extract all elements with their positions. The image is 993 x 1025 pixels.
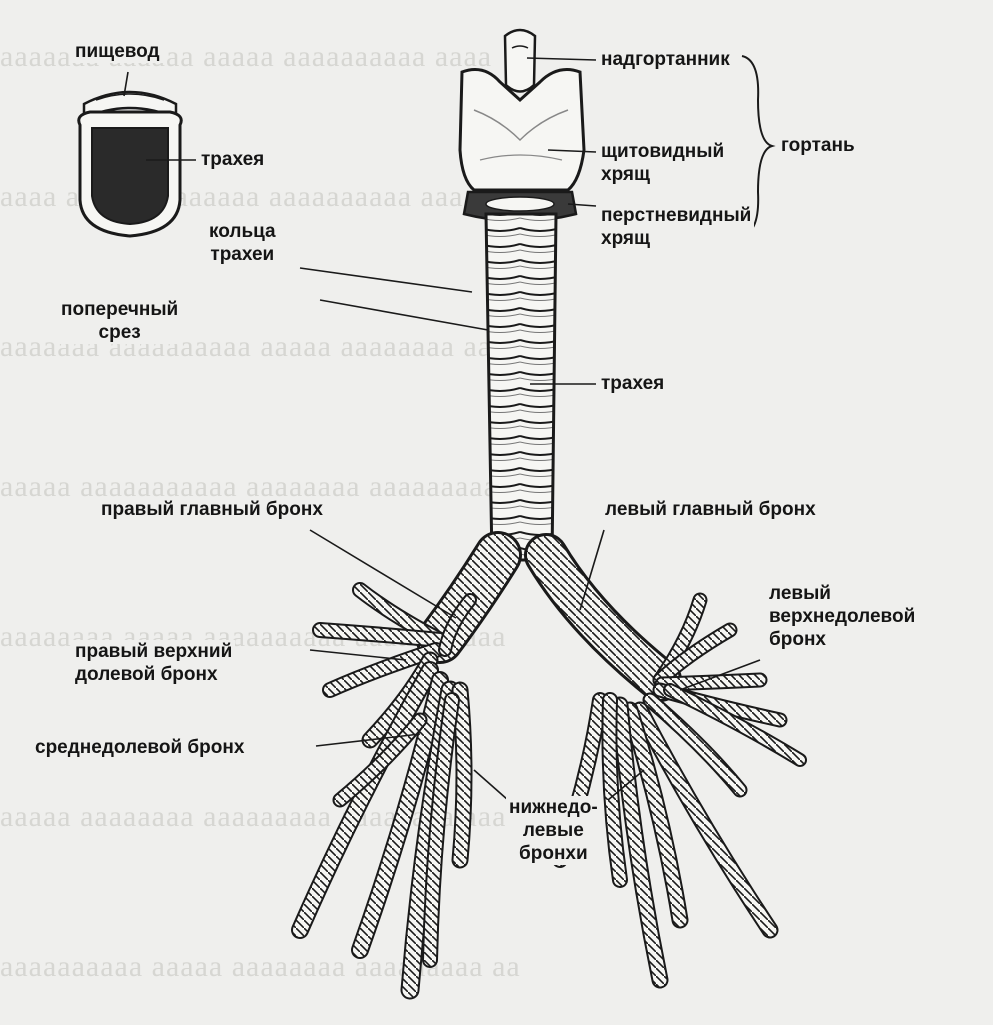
trachea-shape	[486, 214, 556, 560]
label-middle-lobe-bronchus: среднедолевой бронх	[32, 736, 247, 759]
cross-section-figure	[79, 92, 182, 236]
label-left-upper-line2: верхнедолевой	[769, 605, 915, 628]
label-epiglottis: надгортанник	[598, 48, 733, 71]
label-right-main-bronchus: правый главный бронх	[98, 498, 326, 521]
label-tracheal-rings-line1: кольца	[209, 220, 276, 243]
label-cross-section-line1: поперечный	[61, 298, 178, 321]
label-trachea: трахея	[598, 372, 667, 395]
label-cross-section: поперечный срез	[58, 298, 181, 344]
label-tracheal-rings: кольца трахеи	[206, 220, 279, 266]
bronchus-branch	[460, 690, 464, 860]
label-thyroid-line1: щитовидный	[601, 140, 724, 163]
bronchial-branches	[300, 590, 800, 990]
label-left-upper-lobe-bronchus: левый верхнедолевой бронх	[766, 582, 918, 651]
label-thyroid-cartilage: щитовидный хрящ	[598, 140, 727, 186]
label-esophagus: пищевод	[72, 40, 163, 63]
label-right-upper-line2: долевой бронх	[75, 663, 232, 686]
label-tracheal-rings-line2: трахеи	[209, 243, 276, 266]
leader-tracheal-rings-2	[320, 300, 488, 330]
leader-tracheal-rings	[300, 268, 472, 292]
trachea-lumen-shape	[92, 128, 168, 224]
leader-epiglottis	[527, 58, 596, 60]
leader-lower-right	[474, 770, 508, 800]
label-right-upper-lobe-bronchus: правый верхний долевой бронх	[72, 640, 235, 686]
label-trachea-cross: трахея	[198, 148, 267, 171]
label-lower-line1: нижнедо-	[509, 796, 598, 819]
label-cricoid-line2: хрящ	[601, 227, 751, 250]
label-thyroid-line2: хрящ	[601, 163, 724, 186]
label-lower-lobe-bronchi: нижнедо- левые бронхи	[506, 796, 601, 865]
bronchus-branch	[662, 680, 760, 684]
label-right-upper-line1: правый верхний	[75, 640, 232, 663]
bronchial-tree	[440, 555, 660, 680]
epiglottis-shape	[505, 30, 535, 92]
label-left-upper-line3: бронх	[769, 628, 915, 651]
label-left-main-bronchus: левый главный бронх	[602, 498, 819, 521]
label-cricoid-cartilage: перстневидный хрящ	[598, 204, 754, 250]
label-cross-section-line2: срез	[61, 321, 178, 344]
label-larynx: гортань	[778, 134, 858, 157]
label-lower-line2: левые	[509, 819, 598, 842]
label-cricoid-line1: перстневидный	[601, 204, 751, 227]
trachea-figure	[486, 214, 556, 560]
label-left-upper-line1: левый	[769, 582, 915, 605]
label-lower-line3: бронхи	[509, 842, 598, 865]
leader-right-upper	[310, 650, 406, 660]
